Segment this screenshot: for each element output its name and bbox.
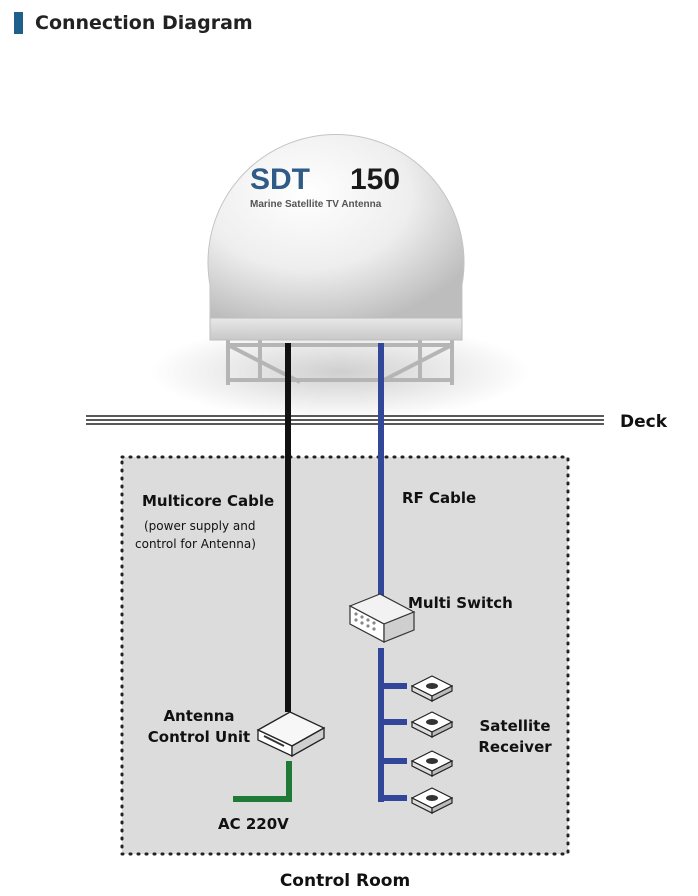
multicore-cable-label: Multicore Cable: [142, 492, 274, 510]
title-block: Connection Diagram: [14, 12, 253, 34]
radome-shadow: [150, 324, 530, 420]
multicore-note-2: control for Antenna): [135, 537, 256, 551]
antenna-subtitle: Marine Satellite TV Antenna: [250, 199, 382, 210]
multicore-note-1: (power supply and: [144, 519, 256, 533]
radome-dome: [207, 133, 465, 319]
satellite-receiver-label-2: Receiver: [478, 738, 552, 756]
title-accent-bar: [14, 12, 23, 34]
acu-label-1: Antenna: [163, 707, 234, 725]
deck-line: [86, 415, 604, 425]
receiver-cables: [378, 648, 407, 802]
antenna-brand-prefix: SDT: [250, 163, 310, 196]
control-room-area: [120, 455, 570, 856]
radome-base: [209, 317, 463, 341]
power-cable: [233, 761, 292, 802]
satellite-receiver: [410, 750, 454, 777]
multi-switch-device: [348, 593, 416, 643]
control-room-label: Control Room: [280, 871, 410, 891]
multi-switch-label: Multi Switch: [408, 594, 513, 612]
ac-power-label: AC 220V: [218, 815, 289, 833]
antenna-control-unit-device: [256, 711, 326, 758]
satellite-receiver-label-1: Satellite: [479, 717, 550, 735]
satellite-receiver: [410, 787, 454, 814]
acu-label-2: Control Unit: [148, 728, 250, 746]
satellite-receiver: [410, 711, 454, 738]
antenna-brand-number: 150: [350, 163, 400, 196]
satellite-receiver: [410, 675, 454, 702]
radome-stand: [226, 340, 454, 385]
antenna-radome: SDT 150 Marine Satellite TV Antenna: [150, 133, 530, 420]
rf-cable-label: RF Cable: [402, 489, 476, 507]
deck-label: Deck: [620, 412, 668, 432]
page-title: Connection Diagram: [35, 12, 253, 34]
